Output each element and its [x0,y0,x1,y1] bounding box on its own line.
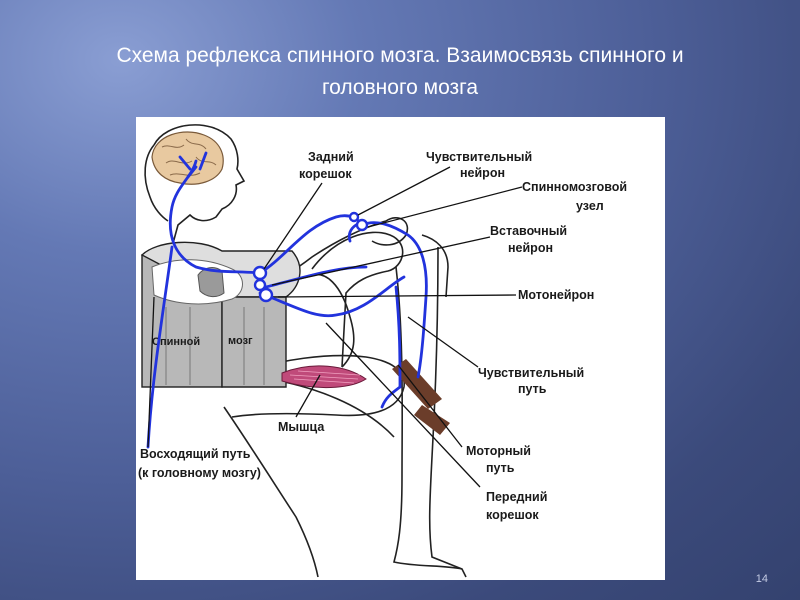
leader-lines [147,166,523,488]
label-anterior-root-2: корешок [486,508,539,522]
label-interneuron-2: нейрон [508,241,553,255]
label-anterior-root-1: Передний [486,490,547,504]
neuron-cells [252,211,369,303]
label-posterior-root-2: корешок [299,167,352,181]
reflex-hammer [392,359,450,435]
reflex-arc-svg: Спинной мозг [138,124,627,578]
slide-title-line-2: головного мозга [321,76,479,99]
label-posterior-root-1: Задний [308,150,354,164]
brain-illustration [151,131,224,185]
spinal-cord-label-2: мозг [228,335,253,347]
label-ascending-path-1: Восходящий путь [140,447,251,461]
label-spinal-ganglion-1: Спинномозговой [522,180,627,194]
label-motoneuron: Мотонейрон [518,288,594,302]
spinal-cord-block [140,241,301,388]
reflex-arc-diagram: Спинной мозг [136,117,665,580]
slide-title: Схема рефлекса спинного мозга. Взаимосвя… [20,40,780,104]
slide-title-line-1: Схема рефлекса спинного мозга. Взаимосвя… [116,44,684,67]
label-sensory-path-2: путь [518,382,547,396]
label-interneuron-1: Вставочный [490,224,567,238]
spinal-cord-label: Спинной [152,336,200,348]
label-sensory-path-1: Чувствительный [478,366,584,380]
label-motor-path-1: Моторный [466,444,531,458]
page-number: 14 [755,573,768,585]
label-motor-path-2: путь [486,461,515,475]
nerve-pathways [146,151,428,449]
label-spinal-ganglion-2: узел [576,199,604,213]
label-sensory-neuron-1: Чувствительный [426,150,532,164]
label-sensory-neuron-2: нейрон [460,166,505,180]
head-illustration [144,124,246,248]
muscle-illustration [281,365,367,388]
label-ascending-path-2: (к головному мозгу) [138,466,261,480]
label-muscle: Мышца [278,420,325,434]
